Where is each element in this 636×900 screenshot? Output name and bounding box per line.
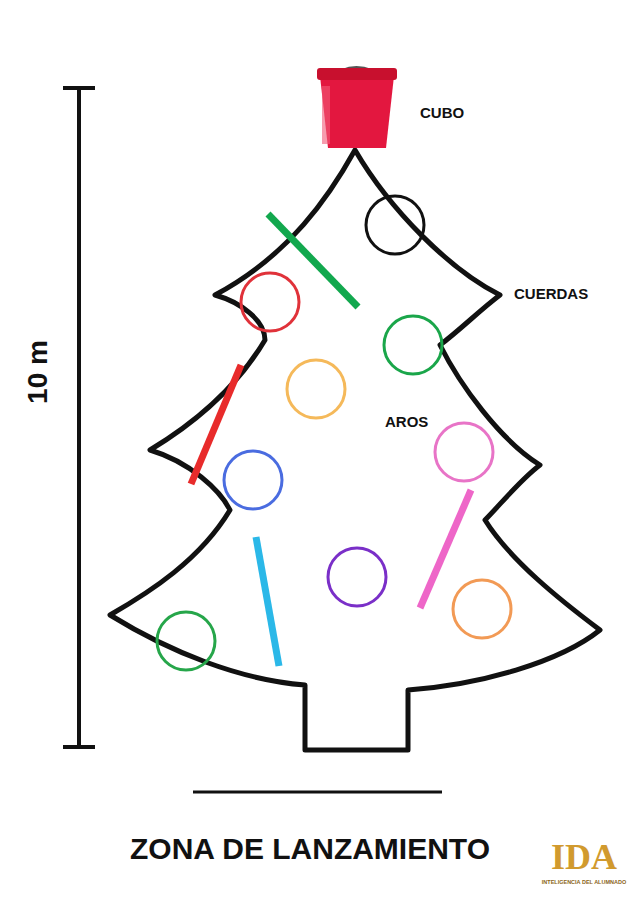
rope-label: CUERDAS: [514, 286, 588, 303]
logo-mark: IDA: [551, 838, 617, 878]
zone-label: ZONA DE LANZAMIENTO: [130, 832, 490, 865]
dimension-label: 10 m: [23, 340, 54, 404]
bucket-label: CUBO: [420, 105, 464, 122]
logo-subtitle: INTELIGENCIA DEL ALUMNADO: [542, 879, 626, 885]
hoop-label: AROS: [385, 414, 428, 431]
dimension-line: [63, 88, 95, 747]
bucket-icon: [317, 68, 397, 149]
launch-line: [193, 791, 442, 794]
tree-outline: [110, 150, 600, 750]
hoop-rings: [157, 196, 511, 670]
rope-sticks: [191, 214, 471, 666]
